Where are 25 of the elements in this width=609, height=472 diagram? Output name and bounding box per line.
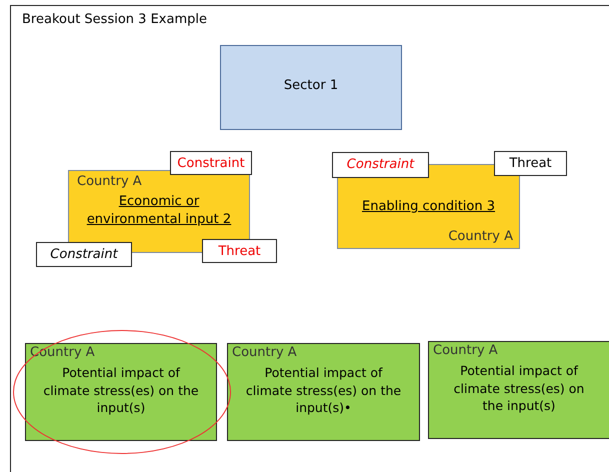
tag-label: Constraint bbox=[49, 247, 119, 263]
country-label: Country A bbox=[448, 229, 513, 245]
box-label: Sector 1 bbox=[282, 78, 340, 94]
tag-label: Threat bbox=[508, 156, 553, 172]
country-label: Country A bbox=[433, 343, 498, 359]
threat-tag bbox=[202, 239, 277, 263]
input-title: Economic or environmental input 2 bbox=[86, 193, 232, 230]
condition-title: Enabling condition 3 bbox=[360, 199, 496, 215]
impact-text: Potential impact of climate stress(es) on the input(s) bbox=[452, 362, 586, 414]
country-label: Country A bbox=[232, 345, 297, 361]
impact-box bbox=[227, 343, 420, 441]
constraint-tag bbox=[36, 242, 132, 267]
constraint-tag bbox=[332, 152, 429, 178]
constraint-tag bbox=[170, 151, 252, 175]
tag-label: Constraint bbox=[346, 157, 416, 173]
threat-tag bbox=[494, 151, 567, 176]
impact-text: Potential impact of climate stress(es) on the input(s)• bbox=[244, 364, 402, 416]
impact-box bbox=[428, 341, 609, 439]
highlight-ellipse bbox=[13, 330, 231, 454]
impact-text: Potential impact of climate stress(es) on the input(s) bbox=[42, 364, 200, 416]
country-label: Country A bbox=[77, 174, 142, 190]
tag-label: Constraint bbox=[176, 156, 246, 172]
tag-label: Threat bbox=[217, 244, 262, 260]
sector-box bbox=[220, 45, 402, 130]
diagram-title: Breakout Session 3 Example bbox=[22, 12, 207, 27]
